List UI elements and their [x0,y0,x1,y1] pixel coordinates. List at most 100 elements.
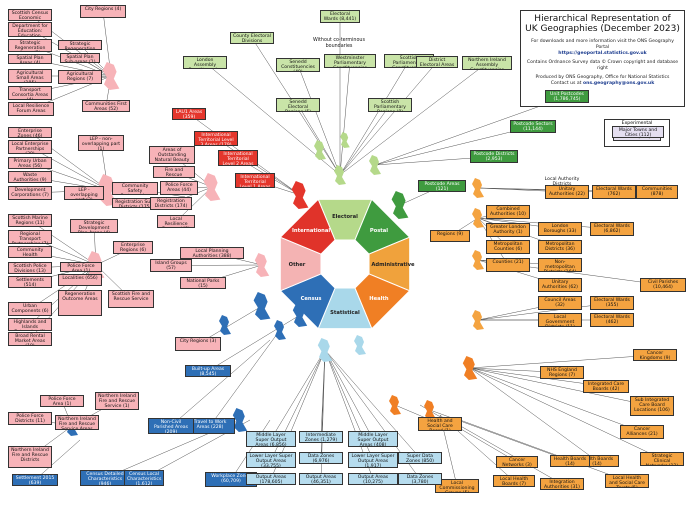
geography-box-80: Unitary Authorities (62) [538,278,582,292]
geography-box-65: Postcode Districts (2,953) [470,150,518,163]
geography-box-95: Health Boards (14) [550,455,590,467]
geography-box-73: London Boroughs (33) [538,222,582,236]
geography-box-16: Waste Authorities (9) [8,171,52,183]
map-silhouette-5 [254,253,270,277]
geography-box-82: Council Areas (32) [538,296,582,310]
geography-box-68: Unitary Authorities (22) [545,185,589,199]
geography-box-35: Island Groups (57) [150,259,192,272]
geography-box-97: Local Commissioning Groups (5) [435,479,479,493]
geography-box-98: Integration Authorities (31) [540,478,584,490]
geography-box-42: Northern Ireland Fire and Rescue Service… [55,415,99,430]
geography-box-69: Electoral Wards (762) [592,185,636,199]
geography-box-48: Local Resilience Forums (42) [157,215,195,228]
geography-box-115: Output Areas (46,351) [299,473,343,485]
octagon-label-health: Health [369,296,389,302]
geography-box-111: Data Zones (6,976) [299,452,343,464]
coterminous-note: Without co-terminous boundaries [313,38,365,49]
download-text: For downloads and more information visit… [531,39,674,50]
map-silhouette-6 [253,292,271,320]
geography-box-105: Settlement 2015 (639) [12,474,58,486]
geography-box-107: Middle Layer Super Output Areas (6,856) [246,431,296,447]
geography-box-100: Built-up Areas (8,545) [185,365,231,377]
connector-line [270,349,326,440]
geography-box-86: Cancer Alliances (21) [620,425,664,439]
geography-box-37: National Parks (15) [180,277,226,289]
geography-box-66: Postcode Areas (121) [418,180,466,192]
geography-box-71: Combined Authorities (10) [486,205,530,219]
geography-box-113: Super Data Zones (850) [398,452,442,464]
geography-box-67: Local Authority Districts [544,177,580,186]
geography-box-33: Highlands and Islands Enterprise (5) [8,318,52,331]
contact-email[interactable]: ons.geography@ons.gov.uk [582,81,655,86]
octagon-label-international: International [292,228,330,234]
geography-box-53: County Electoral Divisions (1,384) [230,32,274,44]
geography-box-104: Census Local Characteristics (1,612) [124,470,164,486]
geography-box-11: Local Resilience Forum Areas [8,102,54,116]
geography-box-72: Greater London Authority (1) [486,223,530,237]
geography-box-70: Communities (878) [636,185,678,199]
geography-box-74: Electoral Wards (6,862) [590,222,634,236]
map-silhouette-11 [340,132,350,148]
map-silhouette-18 [424,400,436,420]
connector-line [29,264,97,310]
map-silhouette-14 [472,208,484,228]
geography-box-32: Urban Components (6) [8,302,52,316]
geography-box-81: Civil Parishes (10,464) [640,278,686,292]
geography-box-89: NHS England Regions (7) [540,366,584,379]
geography-box-0: Scottish Census Economic Regions (3) [8,9,52,21]
geography-box-75: Regions (9) [430,230,470,242]
geography-box-3: Strategic Regeneration Sub-areas (1) [58,40,102,50]
geography-box-79: Non-metropolitan Districts (164) [538,258,582,272]
connector-line [207,314,301,372]
geography-box-30: Scottish Fire and Rescue Service [108,290,154,308]
connector-line [339,62,488,176]
geography-box-6: Spatial Plan Areas (4) [8,54,52,64]
connector-line [29,146,109,191]
geography-box-23: Regional Transport Partnerships (7) [8,230,52,244]
connector-line [449,419,563,485]
connector-line [339,60,351,176]
geography-box-56: Senedd Constituencies (40) [276,58,320,72]
map-silhouette-24 [354,335,366,355]
connector-line [374,96,568,166]
geography-box-77: Metropolitan Districts (36) [538,240,582,254]
map-silhouette-15 [472,250,484,270]
map-silhouette-19 [389,395,401,415]
geography-box-118: Major Towns and Cities (112) [612,126,664,138]
geography-box-91: Sub Integrated Care Board Locations (106… [630,396,674,416]
geography-box-38: City Regions (3) [175,337,221,351]
geography-box-49: LAU1 Areas (359) [172,108,206,120]
geography-box-12: Enterprise Zones (46) [8,127,52,138]
geography-box-108: Intermediate Zones (1,279) [299,431,343,443]
portal-link[interactable]: https://geoportal.statistics.gov.uk [558,51,647,56]
octagon-label-statistical: Statistical [330,310,360,316]
geography-box-93: Health and Social Care Board (1) [418,417,462,431]
copyright-text: Contains Ordnance Survey data © Crown co… [526,60,679,71]
geography-box-106: Workplace Zones (60,709) [205,472,257,487]
connector-line [469,367,598,462]
geography-box-10: Communities First Areas (52) [82,100,130,112]
geography-box-15: Primary Urban Areas (56) [8,157,52,169]
map-silhouette-4 [203,173,221,201]
connector-line [469,367,663,460]
geography-box-102: Non-Civil Parished Areas (209) [148,418,194,434]
geography-box-51: International Territorial Level 2 Areas … [218,150,258,166]
octagon-label-census: Census [301,296,322,302]
map-silhouette-12 [391,191,409,219]
connector-line [469,354,656,369]
geography-box-26: Scottish Police Divisions (13) [8,262,52,274]
geography-box-88: Cancer Kingdoms (9) [633,349,677,361]
geography-box-83: Electoral Wards (355) [590,296,634,310]
contact-line: Contact us at ons.geography@ons.gov.uk [550,81,655,86]
map-silhouette-23 [317,338,333,362]
title-line-1: Hierarchical Representation of [534,14,671,24]
geography-box-94: Cancer Networks (3) [496,456,538,468]
geography-box-9: Transport Consortia Areas (4) [8,86,52,100]
octagon-label-administrative: Administrative [371,262,415,268]
map-silhouette-8 [334,165,346,185]
geography-box-25: Enterprise Regions (6) [113,241,153,254]
geography-box-117: Data Zones (3,780) [398,473,442,485]
connector-line [215,138,301,196]
